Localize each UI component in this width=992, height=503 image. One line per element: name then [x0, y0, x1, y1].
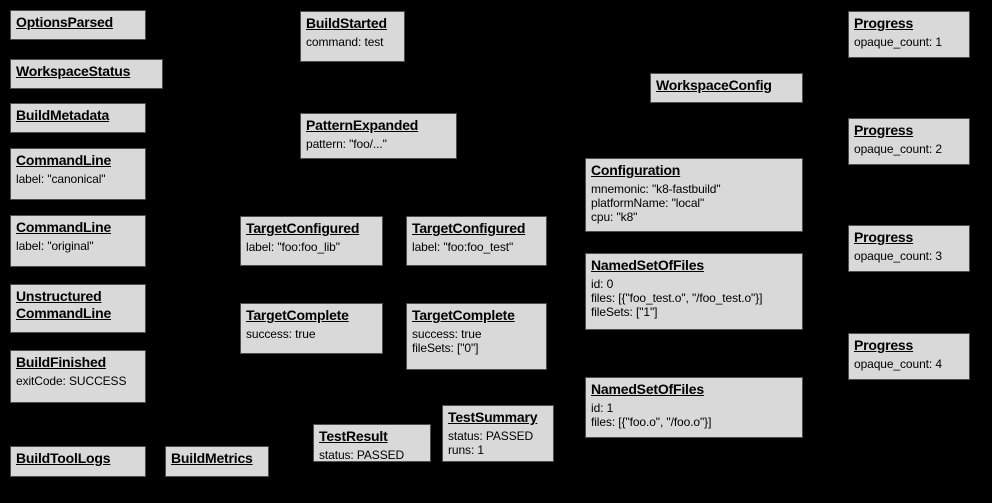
node-title: TargetComplete — [412, 307, 515, 323]
node-unstructured-command-line[interactable]: Unstructured CommandLine — [10, 284, 146, 333]
node-fields: label: "foo:foo_test" — [412, 240, 541, 254]
node-field: fileSets: ["0"] — [412, 341, 479, 356]
node-fields: id: 1 files: [{"foo.o", "/foo.o"}] — [591, 401, 797, 429]
node-field: cpu: "k8" — [591, 210, 638, 225]
node-fields: opaque_count: 2 — [854, 142, 964, 156]
node-options-parsed[interactable]: OptionsParsed — [10, 10, 146, 40]
node-title: BuildFinished — [16, 354, 106, 370]
node-fields: exitCode: SUCCESS — [16, 374, 140, 388]
node-title: Progress — [854, 229, 914, 245]
node-build-metrics[interactable]: BuildMetrics — [165, 446, 269, 477]
node-field: status: PASSED — [319, 447, 405, 462]
node-named-set-of-files-0[interactable]: NamedSetOfFiles id: 0 files: [{"foo_test… — [585, 253, 803, 330]
node-field: mnemonic: "k8-fastbuild" — [591, 181, 721, 196]
node-title: Progress — [854, 15, 914, 31]
node-field: id: 1 — [591, 400, 614, 415]
node-field: opaque_count: 3 — [854, 248, 942, 263]
node-fields: opaque_count: 4 — [854, 357, 964, 371]
node-field: opaque_count: 2 — [854, 141, 942, 156]
node-title: Progress — [854, 337, 914, 353]
node-build-finished[interactable]: BuildFinished exitCode: SUCCESS — [10, 350, 146, 403]
node-title: TestResult — [319, 428, 388, 444]
node-field: success: true — [412, 326, 482, 341]
node-progress-2[interactable]: Progress opaque_count: 2 — [848, 118, 970, 165]
node-fields: opaque_count: 3 — [854, 249, 964, 263]
node-title: TestSummary — [448, 409, 538, 425]
node-workspace-status[interactable]: WorkspaceStatus — [10, 59, 163, 89]
node-progress-4[interactable]: Progress opaque_count: 4 — [848, 333, 970, 380]
node-title: BuildStarted — [306, 15, 387, 31]
node-title: WorkspaceStatus — [16, 63, 131, 79]
node-title: PatternExpanded — [306, 117, 419, 133]
node-test-result[interactable]: TestResult status: PASSED — [313, 424, 431, 462]
node-command-line-original[interactable]: CommandLine label: "original" — [10, 215, 146, 267]
node-fields: status: PASSED — [319, 447, 425, 462]
node-progress-1[interactable]: Progress opaque_count: 1 — [848, 11, 970, 58]
node-title: Configuration — [591, 162, 681, 178]
node-fields: success: true fileSets: ["0"] — [412, 327, 541, 355]
node-title-line-1: Unstructured — [16, 288, 102, 304]
node-fields: status: PASSED runs: 1 — [448, 429, 548, 457]
node-build-metadata[interactable]: BuildMetadata — [10, 103, 146, 133]
node-title-line-2: CommandLine — [16, 304, 112, 321]
node-field: fileSets: ["1"] — [591, 305, 658, 320]
node-title: TargetConfigured — [412, 220, 526, 236]
node-title: OptionsParsed — [16, 14, 113, 30]
node-field: files: [{"foo_test.o", "/foo_test.o"}] — [591, 291, 763, 306]
node-configuration[interactable]: Configuration mnemonic: "k8-fastbuild" p… — [585, 158, 803, 232]
node-title: CommandLine — [16, 219, 112, 235]
node-target-configured-test[interactable]: TargetConfigured label: "foo:foo_test" — [406, 216, 547, 266]
node-field: platformName: "local" — [591, 196, 705, 211]
node-title: Progress — [854, 122, 914, 138]
node-field: label: "foo:foo_test" — [412, 239, 514, 254]
node-workspace-config[interactable]: WorkspaceConfig — [650, 73, 803, 103]
node-field: id: 0 — [591, 276, 614, 291]
node-fields: id: 0 files: [{"foo_test.o", "/foo_test.… — [591, 277, 797, 319]
node-field: label: "canonical" — [16, 171, 106, 186]
node-field: label: "original" — [16, 238, 94, 253]
node-fields: label: "canonical" — [16, 172, 140, 186]
node-title: WorkspaceConfig — [656, 77, 772, 93]
node-progress-3[interactable]: Progress opaque_count: 3 — [848, 225, 970, 272]
node-field: label: "foo:foo_lib" — [246, 239, 340, 254]
node-title: NamedSetOfFiles — [591, 257, 704, 273]
node-title: BuildMetadata — [16, 107, 110, 123]
node-target-configured-lib[interactable]: TargetConfigured label: "foo:foo_lib" — [240, 216, 383, 266]
node-field: opaque_count: 1 — [854, 34, 942, 49]
node-title: NamedSetOfFiles — [591, 381, 704, 397]
node-pattern-expanded[interactable]: PatternExpanded pattern: "foo/..." — [300, 113, 457, 159]
node-fields: label: "original" — [16, 239, 140, 253]
node-fields: opaque_count: 1 — [854, 35, 964, 49]
node-fields: pattern: "foo/..." — [306, 137, 451, 151]
node-field: pattern: "foo/..." — [306, 136, 387, 151]
node-command-line-canonical[interactable]: CommandLine label: "canonical" — [10, 148, 146, 200]
node-title: BuildToolLogs — [16, 450, 111, 466]
node-fields: success: true — [246, 327, 377, 341]
node-named-set-of-files-1[interactable]: NamedSetOfFiles id: 1 files: [{"foo.o", … — [585, 377, 803, 438]
node-fields: mnemonic: "k8-fastbuild" platformName: "… — [591, 182, 797, 224]
node-build-tool-logs[interactable]: BuildToolLogs — [10, 446, 146, 477]
node-build-started[interactable]: BuildStarted command: test — [300, 11, 405, 62]
node-test-summary[interactable]: TestSummary status: PASSED runs: 1 — [442, 405, 554, 462]
node-field: success: true — [246, 326, 316, 341]
node-fields: command: test — [306, 35, 399, 49]
node-field: status: PASSED — [448, 428, 534, 443]
node-field: command: test — [306, 34, 384, 49]
node-title: TargetConfigured — [246, 220, 360, 236]
node-field: files: [{"foo.o", "/foo.o"}] — [591, 415, 712, 430]
node-target-complete-test[interactable]: TargetComplete success: true fileSets: [… — [406, 303, 547, 370]
node-target-complete-lib[interactable]: TargetComplete success: true — [240, 303, 383, 354]
node-field: exitCode: SUCCESS — [16, 373, 127, 388]
node-field: opaque_count: 4 — [854, 356, 942, 371]
node-field: runs: 1 — [448, 443, 484, 458]
node-title: CommandLine — [16, 152, 112, 168]
node-fields: label: "foo:foo_lib" — [246, 240, 377, 254]
node-title: BuildMetrics — [171, 450, 253, 466]
node-title: TargetComplete — [246, 307, 349, 323]
